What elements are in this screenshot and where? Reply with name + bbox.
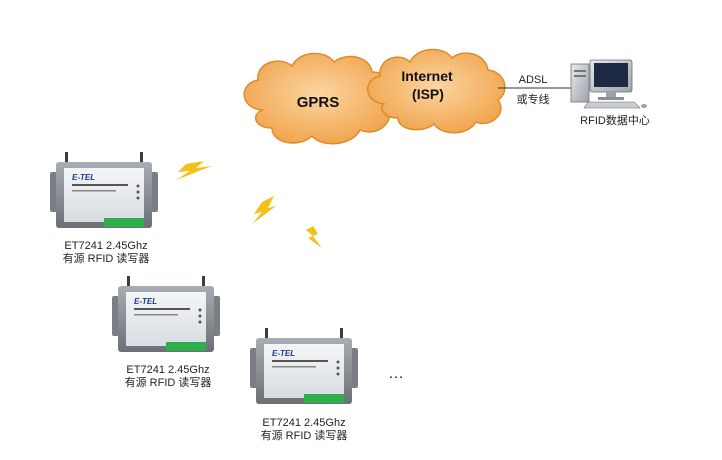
reader-model: ET7241 2.45Ghz bbox=[64, 240, 148, 252]
lightning-icon-1 bbox=[176, 161, 212, 180]
isp-label: (ISP) bbox=[412, 86, 444, 102]
lightning-icon-3 bbox=[306, 226, 322, 248]
internet-label: Internet bbox=[401, 68, 453, 84]
device-brand-logo: E-TEL bbox=[134, 297, 157, 306]
adsl-label: ADSL bbox=[519, 74, 548, 86]
reader-label-2: ET7241 2.45Ghz 有源 RFID 读写器 bbox=[110, 364, 226, 390]
reader-label-3: ET7241 2.45Ghz 有源 RFID 读写器 bbox=[246, 417, 362, 443]
gprs-label: GPRS bbox=[297, 94, 340, 111]
rfid-reader-device: E-TEL bbox=[112, 276, 220, 352]
reader-description: 有源 RFID 读写器 bbox=[62, 253, 150, 265]
more-readers-indicator: … bbox=[388, 365, 406, 382]
reader-description: 有源 RFID 读写器 bbox=[124, 377, 212, 389]
rfid-reader-device: E-TEL bbox=[50, 152, 158, 228]
computer-icon bbox=[570, 59, 647, 109]
datacenter-label: RFID数据中心 bbox=[580, 113, 650, 127]
reader-model: ET7241 2.45Ghz bbox=[262, 417, 346, 429]
reader-label-1: ET7241 2.45Ghz 有源 RFID 读写器 bbox=[48, 240, 164, 266]
device-brand-logo: E-TEL bbox=[272, 349, 295, 358]
reader-model: ET7241 2.45Ghz bbox=[126, 364, 210, 376]
rfid-reader-device: E-TEL bbox=[250, 328, 358, 404]
reader-description: 有源 RFID 读写器 bbox=[260, 430, 348, 442]
lightning-icon-2 bbox=[252, 196, 276, 224]
device-brand-logo: E-TEL bbox=[72, 173, 95, 182]
internet-cloud bbox=[367, 48, 506, 134]
dedicated-line-label: 或专线 bbox=[517, 92, 550, 106]
